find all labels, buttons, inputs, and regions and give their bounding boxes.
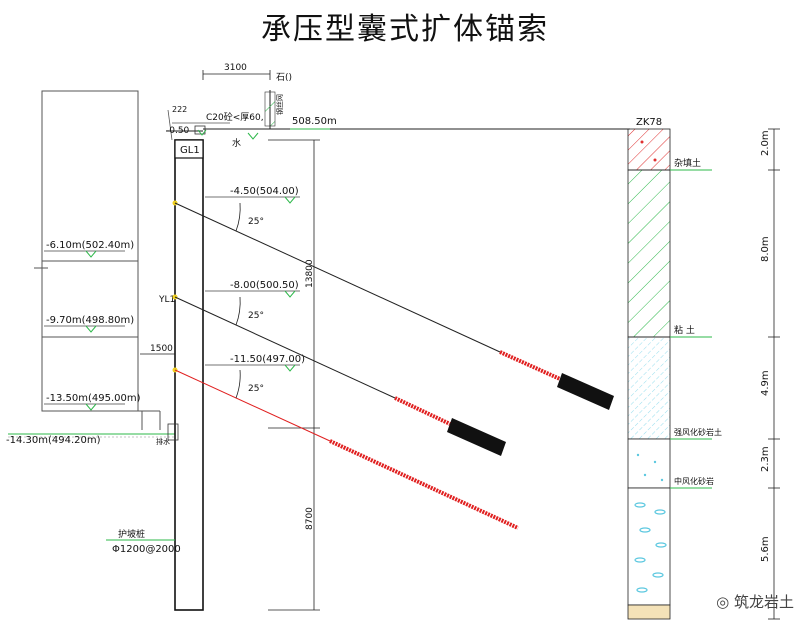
- anchor-3-angle: 25°: [248, 384, 264, 394]
- ground-elevation: 508.50m: [292, 116, 337, 127]
- floor-levels: -6.10m(502.40m) -9.70m(498.80m) -13.50m(…: [44, 240, 141, 411]
- anchor-2-angle: 25°: [248, 311, 264, 321]
- pile-dimensions: 13800 8700 1500: [140, 139, 320, 611]
- diagram-title: 承压型囊式扩体锚索: [261, 12, 549, 47]
- top-annotations: 3100 石() 508.50m C20砼<厚60, 钢丝网 -0.50 222…: [166, 63, 337, 149]
- thickness-3: 4.9m: [760, 370, 771, 396]
- pile-side-label: 排水: [156, 437, 170, 446]
- thickness-labels: 2.0m 8.0m 4.9m 2.3m 5.6m: [760, 130, 771, 562]
- anchor-levels: -4.50(504.00) -8.00(500.50) -11.50(497.0…: [158, 186, 305, 372]
- pile-spec-1: 护坡桩: [118, 528, 145, 540]
- basement-structure: [34, 90, 161, 430]
- anchor-3: 25°: [172, 367, 519, 530]
- borehole-column: ZK78: [627, 117, 671, 620]
- anchor-1: 25°: [172, 200, 614, 410]
- thickness-4: 2.3m: [760, 446, 771, 472]
- thickness-2: 8.0m: [760, 236, 771, 262]
- layer-label-1: 杂填土: [674, 157, 701, 169]
- c20-label: C20砼<厚60,: [206, 111, 264, 123]
- watermark: ◎ 筑龙岩土: [716, 591, 794, 612]
- base-level-label: -14.30m(494.20m): [6, 435, 101, 446]
- anchor-2: 25°: [172, 294, 506, 456]
- top-elevation: -0.50: [166, 126, 190, 136]
- note-shi: 石(): [276, 73, 292, 83]
- thickness-scale: [768, 128, 780, 620]
- pile-spec: 护坡桩 Φ1200@2000: [106, 528, 181, 555]
- anchor-1-angle: 25°: [248, 217, 264, 227]
- layer-label-3: 强风化砂岩土: [674, 427, 722, 437]
- ground-surface: [166, 90, 630, 141]
- thickness-5: 5.6m: [760, 536, 771, 562]
- layer-label-2: 粘 土: [674, 324, 695, 336]
- water-label: 水: [232, 137, 241, 149]
- floor-level-2: -9.70m(498.80m): [46, 315, 134, 326]
- anchor-level-1: -4.50(504.00): [230, 186, 299, 197]
- base-level: -14.30m(494.20m): [6, 433, 175, 446]
- pile-cap-label: GL1: [180, 145, 200, 156]
- layer-labels: 杂填土 粘 土 强风化砂岩土 中风化砂岩: [674, 157, 722, 486]
- guard-label: 钢丝网: [275, 94, 284, 115]
- watermark-text: 筑龙岩土: [733, 593, 794, 611]
- pile-yl-label: YL1: [158, 295, 175, 305]
- layer-boundaries: [670, 169, 712, 489]
- watermark-logo-icon: ◎: [716, 593, 730, 611]
- dim-1500: 1500: [150, 344, 173, 354]
- dim-lower: 8700: [305, 507, 315, 530]
- layer-label-4: 中风化砂岩: [674, 476, 714, 486]
- borehole-id: ZK78: [636, 117, 662, 128]
- floor-level-1: -6.10m(502.40m): [46, 240, 134, 251]
- side-label: 222: [172, 105, 187, 114]
- thickness-1: 2.0m: [760, 130, 771, 156]
- anchor-level-3: -11.50(497.00): [230, 354, 305, 365]
- anchor-level-2: -8.00(500.50): [230, 280, 299, 291]
- dim-3100: 3100: [224, 63, 247, 73]
- retaining-pile: GL1 排水: [156, 139, 204, 611]
- floor-level-3: -13.50m(495.00m): [46, 393, 141, 404]
- pile-spec-2: Φ1200@2000: [112, 544, 181, 555]
- dim-upper: 13800: [305, 259, 315, 288]
